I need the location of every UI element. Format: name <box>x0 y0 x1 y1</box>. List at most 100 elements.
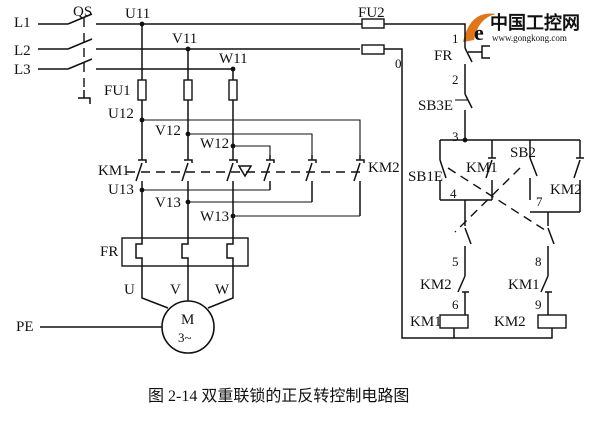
km2-holding-contact <box>573 140 584 212</box>
interlock-link-a <box>447 167 549 233</box>
wire-v12-to-km2 <box>188 133 313 155</box>
km1-holding-contact <box>485 140 496 200</box>
label-km2-coil: KM2 <box>494 314 526 330</box>
main-contacts: KM1 KM2 U13 V13 W13 <box>98 155 400 226</box>
km1-contact-w <box>226 155 238 226</box>
control-circuit: FU2 0 1 FR 2 SB3E 3 SB1E KM1 4 SB2 KM2 7 <box>358 5 584 339</box>
node-8: 8 <box>535 254 542 269</box>
km2-contact-w <box>263 155 275 190</box>
label-v: V <box>170 282 181 298</box>
label-l3: L3 <box>14 62 31 78</box>
label-km2-ctrl-b: KM2 <box>420 277 452 293</box>
wire-u12-to-km2 <box>142 119 361 155</box>
fuse-fu1-w <box>228 79 238 101</box>
label-fu1: FU1 <box>104 83 131 99</box>
fr-thermal-relay: FR <box>100 226 249 280</box>
km1-coil <box>439 314 469 329</box>
label-u11: U11 <box>125 6 150 22</box>
label-sb2: SB2 <box>510 145 536 161</box>
wire-motor-u <box>141 280 169 309</box>
fu1-fuses: FU1 U12 V12 W12 <box>104 24 238 155</box>
fr-enclosure <box>121 237 249 267</box>
label-w: W <box>215 282 230 298</box>
label-w11: W11 <box>219 51 248 67</box>
fuse-fu2-top <box>361 18 385 29</box>
label-u: U <box>124 282 135 298</box>
interlock-link-b <box>454 167 521 233</box>
label-sb3: SB3E <box>418 98 453 114</box>
fuse-fu2-bottom <box>361 44 385 55</box>
figure-caption: 图 2-14 双重联锁的正反转控制电路图 <box>148 387 409 405</box>
node-7: 7 <box>536 194 543 209</box>
qs-handle <box>78 90 91 104</box>
sb3-stop-button <box>464 82 473 140</box>
fuse-fu1-u <box>137 79 147 101</box>
km2-coil <box>537 314 567 329</box>
junction-u13 <box>139 187 145 193</box>
km1-contact-u <box>135 155 147 226</box>
sb1-forward-button <box>439 140 447 200</box>
fr-element-w <box>226 226 234 266</box>
qs-blade-2 <box>67 38 93 50</box>
label-km2-main: KM2 <box>368 160 400 176</box>
sb1-nc-contact-reverse <box>547 212 555 262</box>
km1-interlock-contact <box>540 262 552 306</box>
qs-blade-1 <box>67 13 93 25</box>
label-u12: U12 <box>108 106 134 122</box>
junction-node3 <box>462 137 468 143</box>
supply-section: L1 L2 L3 QS U11 V11 W11 <box>14 4 455 104</box>
logo-mark-icon <box>463 13 496 42</box>
wire-w12-to-km2 <box>233 145 271 155</box>
wire-motor-w <box>207 280 234 309</box>
fr-element-u <box>135 226 143 266</box>
motor: U V W M 3~ PE <box>16 280 234 354</box>
node-9: 9 <box>535 297 542 312</box>
qs-blade-3 <box>67 58 93 70</box>
label-l2: L2 <box>14 43 31 59</box>
km1-contact-v <box>181 155 193 226</box>
label-fr-ctrl: FR <box>434 48 452 64</box>
linkage-triangle-icon <box>237 165 253 178</box>
label-w13: W13 <box>200 209 229 225</box>
km2-contact-v <box>305 155 317 202</box>
wire-control-feed-1 <box>455 23 466 42</box>
sb2-nc-contact-forward <box>464 200 472 262</box>
label-v12: V12 <box>155 123 181 139</box>
junction-v13 <box>185 199 191 205</box>
wire-km2-coil <box>440 306 553 339</box>
node-4: 4 <box>450 186 457 201</box>
logo-letter-e: e <box>474 20 484 45</box>
node-2: 2 <box>452 72 459 87</box>
watermark-brand: 中国工控网 <box>490 12 580 33</box>
junction-w13 <box>230 213 236 219</box>
label-l1: L1 <box>14 15 31 31</box>
km2-contact-u <box>353 155 365 216</box>
label-pe: PE <box>16 319 34 335</box>
motor-m-label: M <box>181 312 194 328</box>
watermark-logo: e 中国工控网 www.gongkong.com <box>463 12 580 45</box>
fr-element-v <box>181 226 189 266</box>
fr-nc-contact <box>464 42 473 82</box>
fuse-fu1-v <box>183 79 193 101</box>
label-km2-ctrl-a: KM2 <box>550 182 582 198</box>
motor-phase-label: 3~ <box>178 330 192 345</box>
fr-nc-actuator <box>468 45 490 59</box>
label-km1-ctrl-a: KM1 <box>466 160 498 176</box>
label-km1-coil: KM1 <box>410 314 442 330</box>
label-w12: W12 <box>200 136 229 152</box>
label-sb1: SB1E <box>408 169 443 185</box>
node-0: 0 <box>395 56 402 71</box>
node-3: 3 <box>452 129 459 144</box>
node-6: 6 <box>452 297 459 312</box>
label-km1-ctrl-b: KM1 <box>508 277 540 293</box>
label-u13: U13 <box>108 182 134 198</box>
label-km1-main: KM1 <box>98 163 130 179</box>
km2-feed-wiring <box>139 117 361 155</box>
wire-control-return-0 <box>384 48 440 339</box>
node-1: 1 <box>452 31 459 46</box>
sb2-reverse-button <box>529 140 538 200</box>
km2-interlock-contact <box>457 262 469 306</box>
watermark-url: www.gongkong.com <box>492 33 567 43</box>
wire-km1-coil <box>453 306 466 338</box>
label-v11: V11 <box>172 31 197 47</box>
